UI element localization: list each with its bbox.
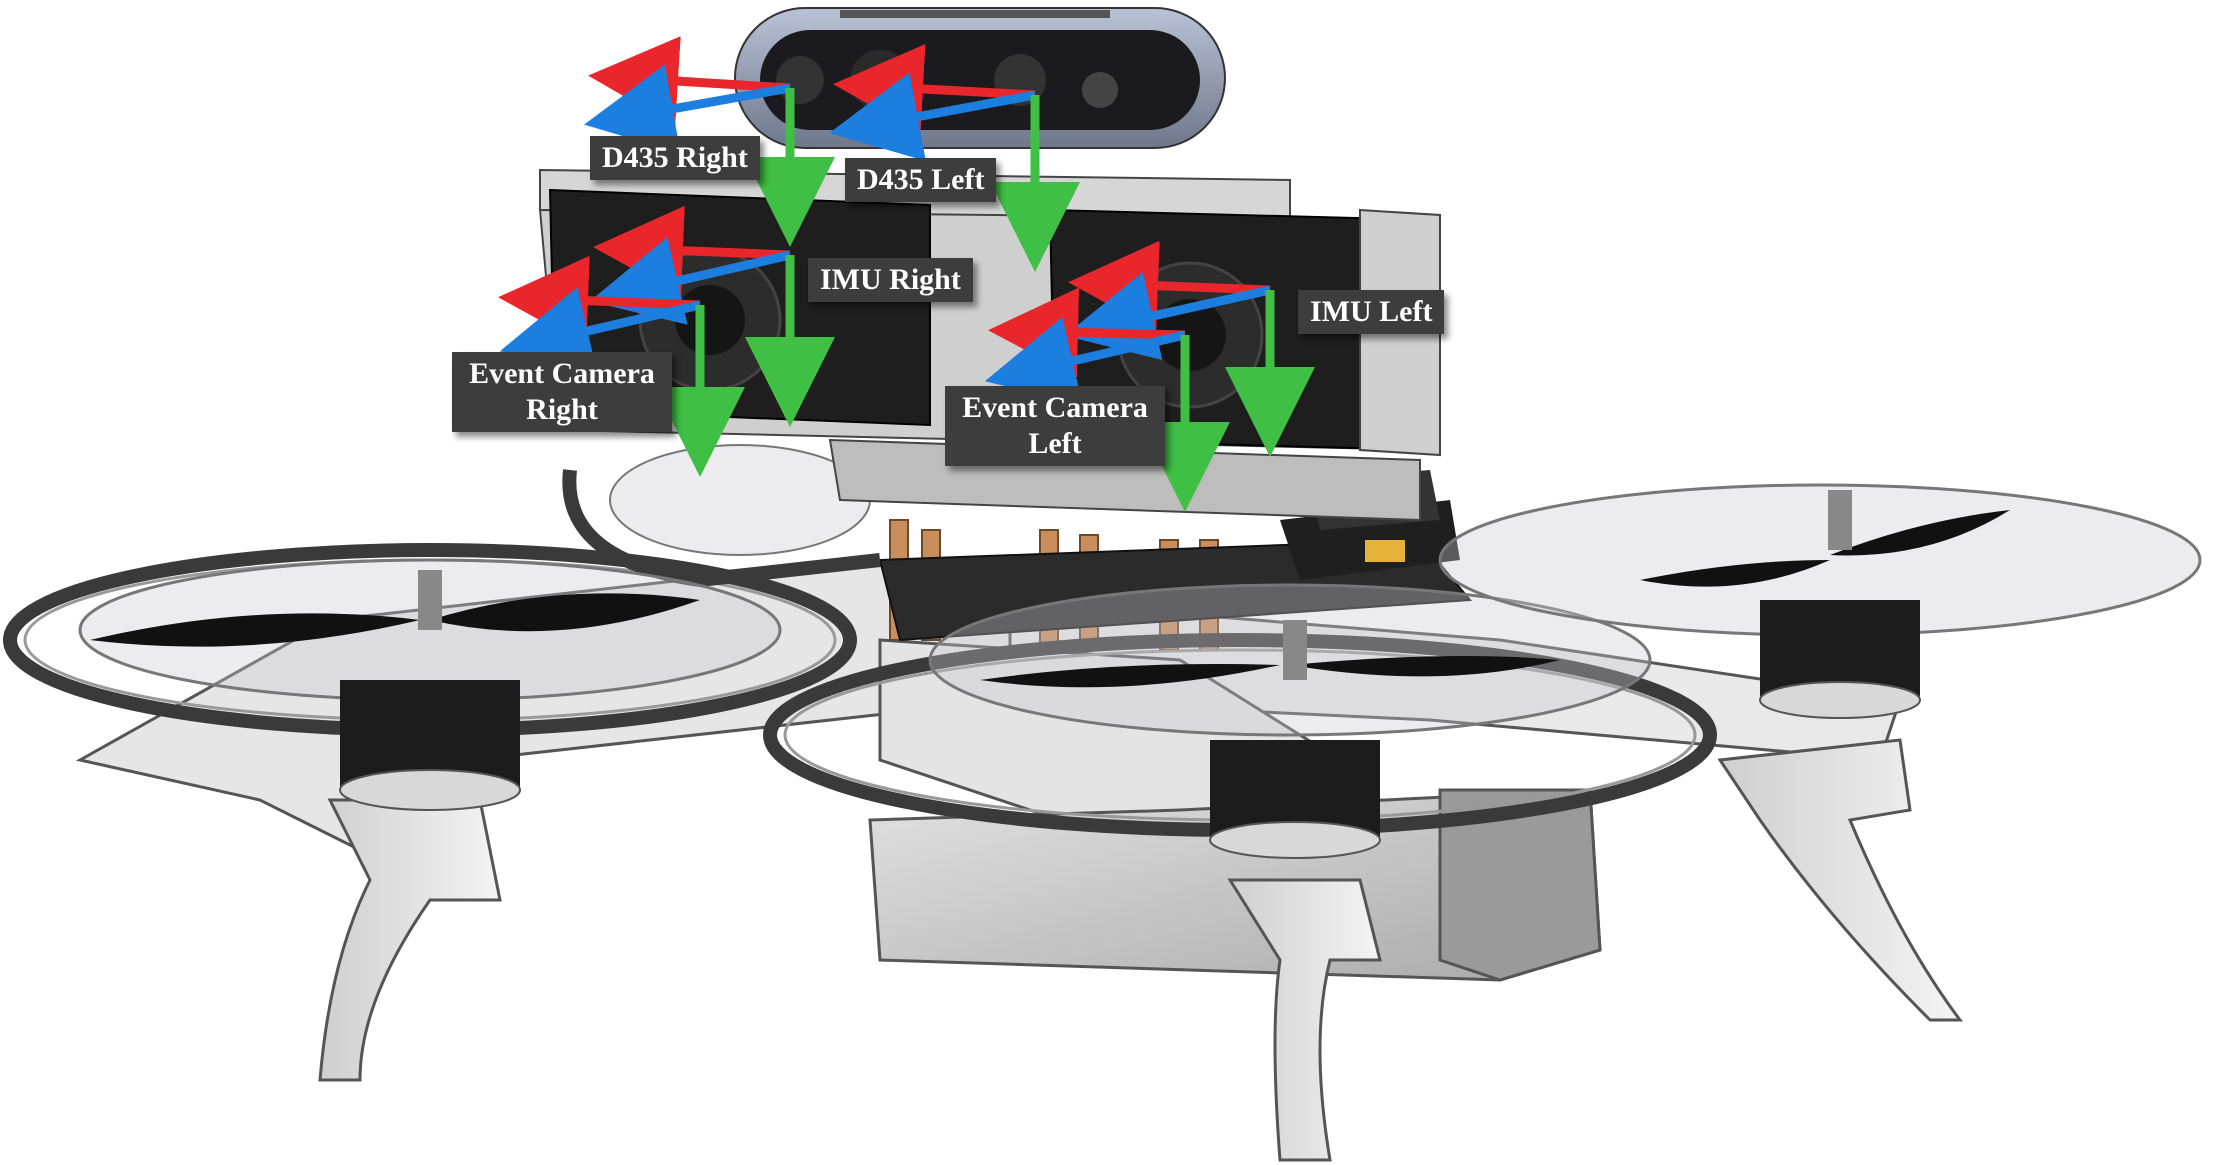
propeller-discs (78, 444, 2202, 737)
landing-legs (318, 738, 1963, 1162)
axes-d435-right (584, 36, 835, 247)
label-event-camera-right-line1: Event Camera (469, 357, 655, 390)
label-imu-right: IMU Right (808, 258, 973, 302)
axes-event-camera-right (498, 255, 745, 477)
label-imu-left: IMU Left (1298, 290, 1445, 334)
label-d435-right-text: D435 Right (602, 141, 748, 174)
axes-event-camera-left (984, 287, 1230, 512)
label-event-camera-right: Event Camera Right (452, 352, 672, 432)
label-event-camera-left-line1: Event Camera (962, 391, 1148, 424)
label-event-camera-right-line2: Right (526, 393, 598, 426)
d435-camera-body (734, 7, 1226, 149)
label-event-camera-left: Event Camera Left (945, 386, 1165, 466)
axes-d435-left (829, 44, 1080, 272)
label-event-camera-left-line2: Left (1028, 427, 1082, 460)
label-imu-right-text: IMU Right (820, 263, 961, 296)
label-d435-left: D435 Left (845, 158, 997, 202)
label-imu-left-text: IMU Left (1310, 295, 1433, 328)
motors (339, 490, 1921, 859)
label-d435-left-text: D435 Left (857, 163, 985, 196)
axes-imu-right (589, 205, 835, 427)
label-d435-right: D435 Right (590, 136, 760, 180)
axes-imu-left (1064, 240, 1315, 457)
